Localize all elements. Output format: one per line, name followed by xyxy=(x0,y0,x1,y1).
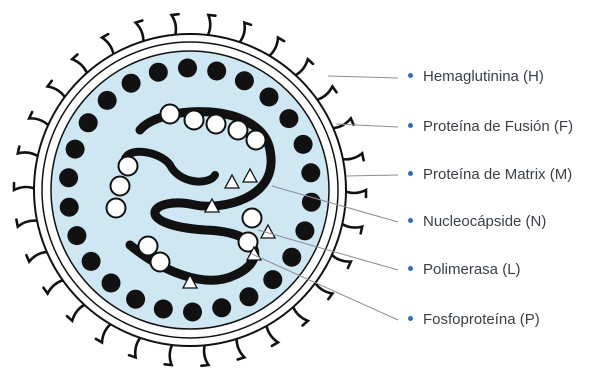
nucleoprotein-bead xyxy=(161,105,180,124)
matrix-protein-dot xyxy=(82,252,101,271)
nucleoprotein-bead xyxy=(151,253,170,272)
matrix-protein-dot xyxy=(212,298,231,317)
matrix-protein-dot xyxy=(263,270,282,289)
matrix-protein-dot xyxy=(59,168,78,187)
nucleoprotein-bead xyxy=(119,157,138,176)
nucleoprotein-bead xyxy=(107,199,126,218)
label-fusion: Proteína de Fusión (F) xyxy=(408,118,573,136)
matrix-protein-dot xyxy=(126,290,145,309)
nucleoprotein-bead xyxy=(243,209,262,228)
nucleoprotein-bead xyxy=(229,121,248,140)
nucleoprotein-bead xyxy=(139,237,158,256)
bullet-icon xyxy=(408,316,413,321)
leader-line xyxy=(346,175,398,176)
bullet-icon xyxy=(408,123,413,128)
bullet-icon xyxy=(408,266,413,271)
matrix-protein-dot xyxy=(207,62,226,81)
nucleoprotein-bead xyxy=(207,115,226,134)
label-hemaglutinina-text: Hemaglutinina (H) xyxy=(423,68,544,85)
label-fosfoproteina: Fosfoproteína (P) xyxy=(408,311,540,329)
bullet-icon xyxy=(408,73,413,78)
matrix-protein-dot xyxy=(260,88,279,107)
label-fusion-text: Proteína de Fusión (F) xyxy=(423,118,573,135)
matrix-protein-dot xyxy=(183,303,202,322)
nucleoprotein-bead xyxy=(185,111,204,130)
matrix-protein-dot xyxy=(235,71,254,90)
matrix-protein-dot xyxy=(149,63,168,82)
matrix-protein-dot xyxy=(79,113,98,132)
label-polimerasa: Polimerasa (L) xyxy=(408,261,521,279)
matrix-protein-dot xyxy=(282,248,301,267)
matrix-protein-dot xyxy=(98,91,117,110)
leader-line xyxy=(328,76,398,78)
matrix-protein-dot xyxy=(279,109,298,128)
nucleoprotein-bead xyxy=(111,177,130,196)
label-fosfoproteina-text: Fosfoproteína (P) xyxy=(423,311,540,328)
matrix-protein-dot xyxy=(67,226,86,245)
label-matrix: Proteína de Matrix (M) xyxy=(408,166,572,184)
matrix-protein-dot xyxy=(66,140,85,159)
leader-line xyxy=(336,124,398,127)
bullet-icon xyxy=(408,171,413,176)
matrix-protein-dot xyxy=(60,198,79,217)
bullet-icon xyxy=(408,218,413,223)
nucleoprotein-bead xyxy=(247,131,266,150)
matrix-protein-dot xyxy=(122,74,141,93)
matrix-protein-dot xyxy=(295,221,314,240)
matrix-protein-dot xyxy=(294,135,313,154)
matrix-protein-dot xyxy=(102,274,121,293)
matrix-protein-dot xyxy=(239,287,258,306)
label-hemaglutinina: Hemaglutinina (H) xyxy=(408,68,544,86)
label-nucleocapside: Nucleocápside (N) xyxy=(408,213,546,231)
matrix-protein-dot xyxy=(178,59,197,78)
matrix-protein-dot xyxy=(154,300,173,319)
label-nucleocapside-text: Nucleocápside (N) xyxy=(423,213,546,230)
label-polimerasa-text: Polimerasa (L) xyxy=(423,261,521,278)
label-matrix-text: Proteína de Matrix (M) xyxy=(423,166,572,183)
matrix-protein-dot xyxy=(301,163,320,182)
